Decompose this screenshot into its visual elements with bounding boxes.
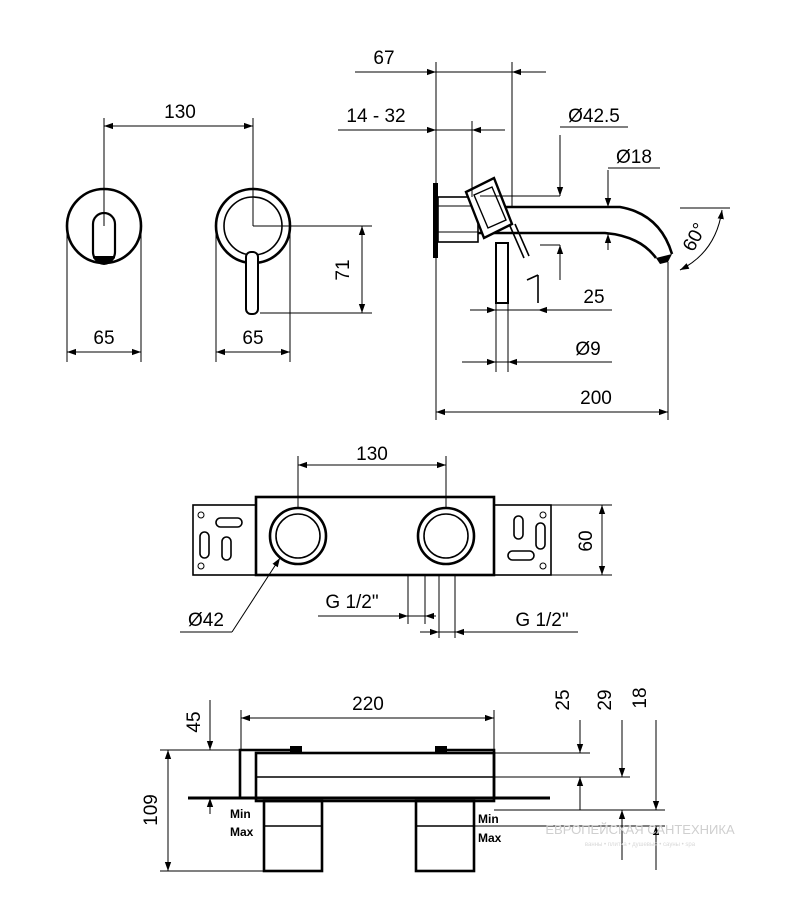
lever-handle xyxy=(245,251,259,315)
front-rosettes-view: 130 65 65 71 xyxy=(65,102,372,362)
dim-d42: Ø42 xyxy=(188,610,224,631)
dim-130-top: 130 xyxy=(164,102,196,123)
port-left-outer xyxy=(268,506,328,566)
side-profile-view: 67 14 - 32 Ø42.5 Ø18 60° 25 Ø9 200 xyxy=(338,48,730,420)
max-label-right: Max xyxy=(478,831,502,845)
spout-outlet xyxy=(91,211,117,265)
port-right-inner xyxy=(423,513,469,559)
max-label-left: Max xyxy=(230,825,254,839)
box-side-view: 220 45 109 25 29 18 Min Max Min Max xyxy=(141,687,665,873)
right-adjust-block xyxy=(414,799,476,873)
dim-25-side: 25 xyxy=(583,287,604,308)
mixer-lever xyxy=(464,176,530,259)
dim-g-right: G 1/2" xyxy=(515,610,568,631)
dim-65-right: 65 xyxy=(242,328,263,349)
watermark: ЕВРОПЕЙСКАЯ САНТЕХНИКА ванны • плитка • … xyxy=(545,822,735,848)
dim-g-left: G 1/2" xyxy=(325,592,378,613)
port-left-inner xyxy=(275,513,321,559)
spout-profile xyxy=(478,205,674,259)
dim-65-left: 65 xyxy=(93,328,114,349)
dim-109: 109 xyxy=(141,794,162,826)
dim-arc-60 xyxy=(679,209,724,271)
dim-d18: Ø18 xyxy=(616,147,652,168)
dim-60: 60 xyxy=(576,530,597,551)
dim-14-32: 14 - 32 xyxy=(346,106,405,127)
box-front-view: 130 60 Ø42 G 1/2" G 1/2" xyxy=(180,444,612,638)
watermark-brand: ЕВРОПЕЙСКАЯ САНТЕХНИКА xyxy=(545,822,735,837)
dim-25-box: 25 xyxy=(553,689,574,710)
dim-200: 200 xyxy=(580,388,612,409)
dim-67: 67 xyxy=(373,48,394,69)
dim-d42-5: Ø42.5 xyxy=(568,106,620,127)
min-label-right: Min xyxy=(478,812,499,826)
min-label-left: Min xyxy=(230,807,251,821)
right-bracket xyxy=(493,504,552,576)
dim-130-box: 130 xyxy=(356,444,388,465)
dim-71: 71 xyxy=(333,259,354,280)
dim-60-deg: 60° xyxy=(679,220,711,255)
left-bracket xyxy=(192,504,257,576)
dim-45: 45 xyxy=(184,711,205,732)
left-adjust-block xyxy=(262,799,324,873)
dim-d9: Ø9 xyxy=(575,339,600,360)
dim-220: 220 xyxy=(352,694,384,715)
watermark-tagline: ванны • плитка • душевые • сауны • spa xyxy=(585,842,696,848)
dim-18: 18 xyxy=(630,687,651,708)
port-right-outer xyxy=(416,506,476,566)
dim-29: 29 xyxy=(595,689,616,710)
